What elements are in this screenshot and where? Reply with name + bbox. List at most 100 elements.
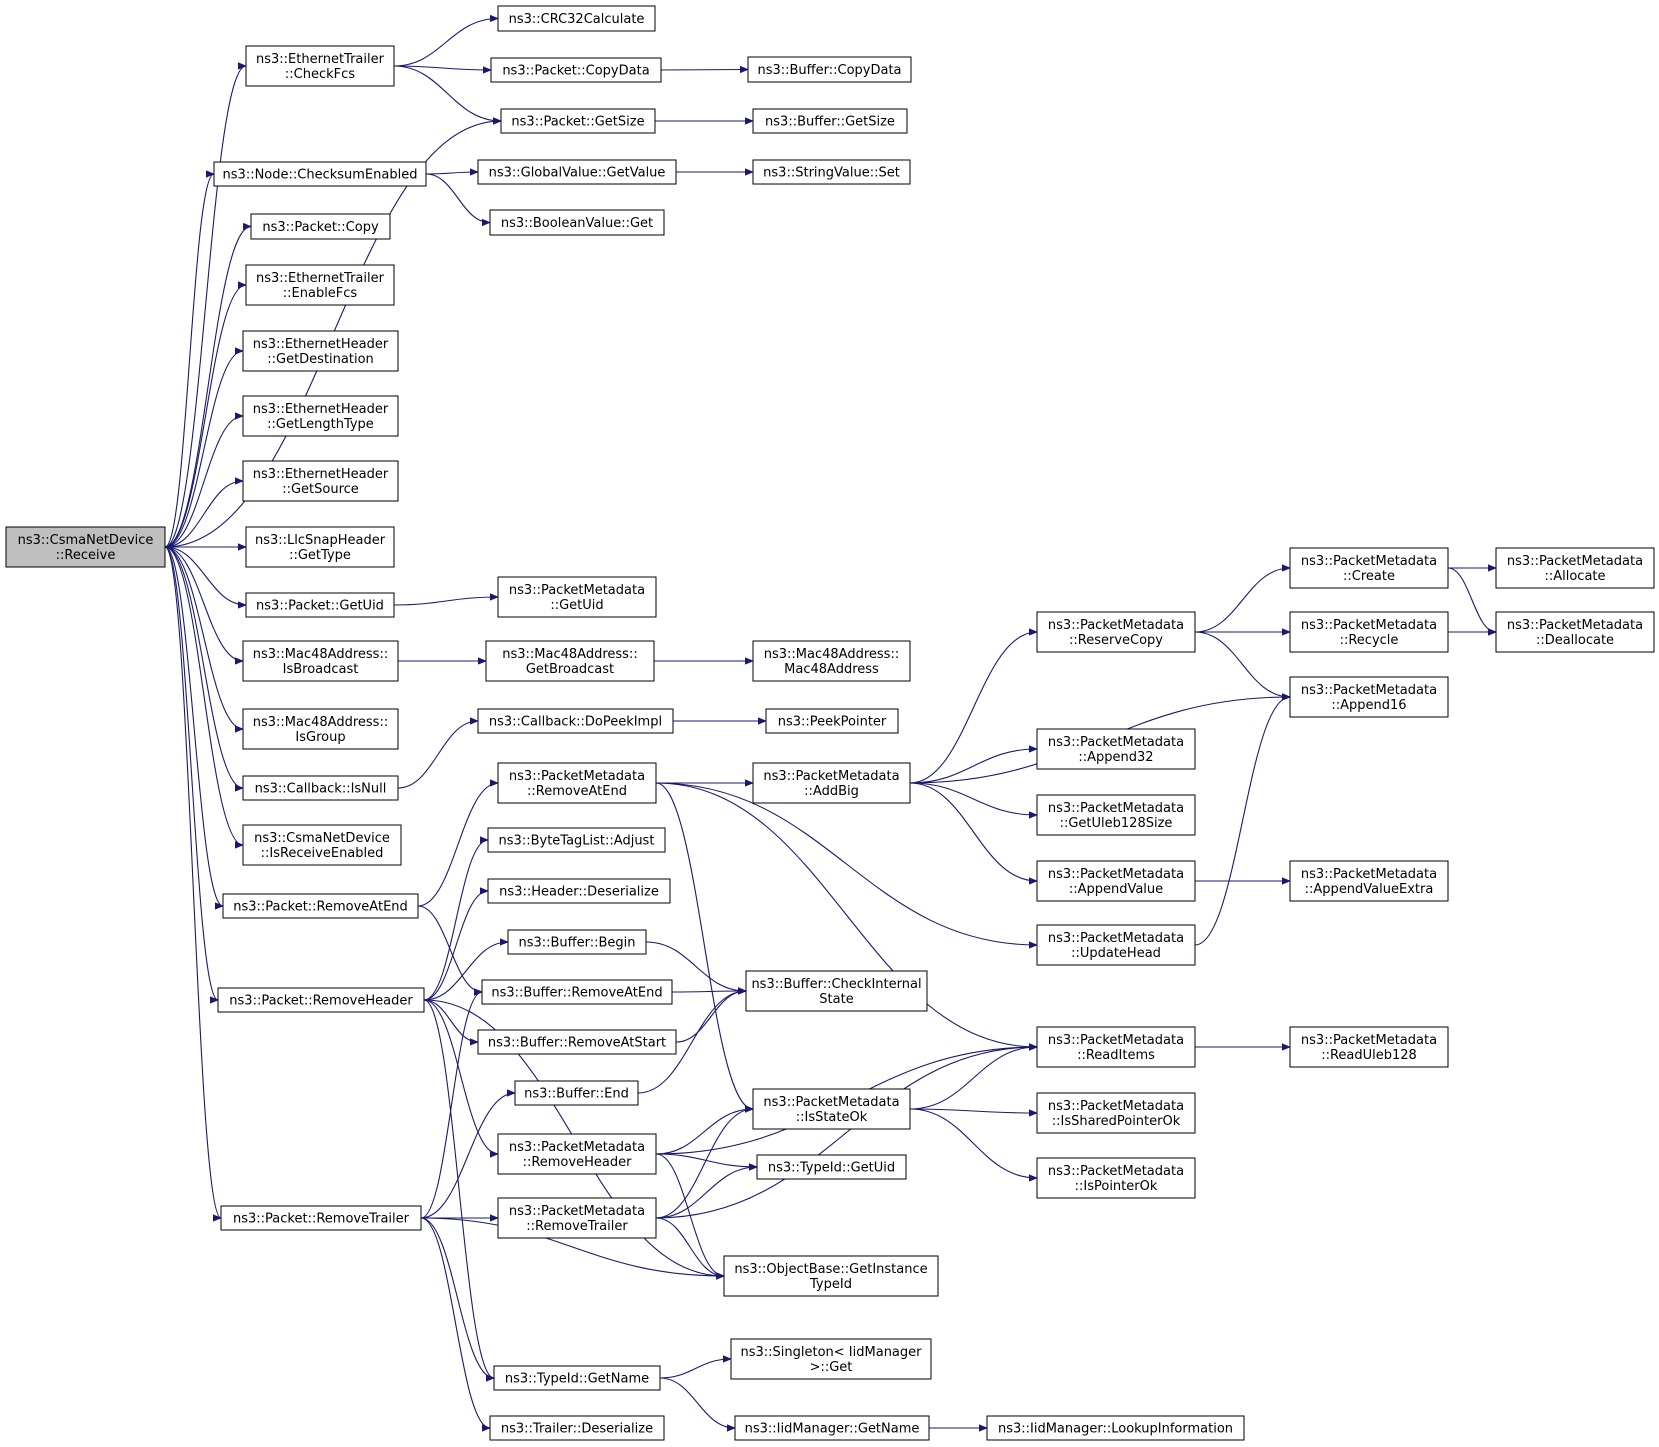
node-pm-appendvalueextra[interactable]: ns3::PacketMetadata::AppendValueExtra <box>1289 860 1449 902</box>
node-pm-recycle[interactable]: ns3::PacketMetadata::Recycle <box>1289 611 1449 653</box>
node-label: >::Get <box>810 1360 853 1375</box>
node-label: ns3::LlcSnapHeader <box>255 533 386 548</box>
node-buf-copydata[interactable]: ns3::Buffer::CopyData <box>747 56 912 83</box>
node-label: ::UpdateHead <box>1071 946 1161 961</box>
call-edge <box>660 70 748 71</box>
node-eh-getlen[interactable]: ns3::EthernetHeader::GetLengthType <box>242 395 399 437</box>
node-pkt-removetrailer[interactable]: ns3::Packet::RemoveTrailer <box>220 1205 422 1231</box>
node-gv-getvalue[interactable]: ns3::GlobalValue::GetValue <box>477 159 677 185</box>
node-box <box>752 762 911 804</box>
node-label: ns3::BooleanValue::Get <box>501 216 653 231</box>
node-pm-getuid[interactable]: ns3::PacketMetadata::GetUid <box>497 576 657 618</box>
node-pm-ispointerok[interactable]: ns3::PacketMetadata::IsPointerOk <box>1036 1157 1196 1199</box>
node-label: State <box>819 992 853 1007</box>
node-label: ns3::Callback::IsNull <box>255 782 387 797</box>
node-pm-readitems[interactable]: ns3::PacketMetadata::ReadItems <box>1036 1026 1196 1068</box>
node-eh-getdest[interactable]: ns3::EthernetHeader::GetDestination <box>242 330 399 372</box>
call-edge <box>164 546 244 845</box>
node-pm-deallocate[interactable]: ns3::PacketMetadata::Deallocate <box>1495 611 1655 653</box>
node-label: ns3::PacketMetadata <box>763 1095 899 1110</box>
node-cb-dopeek[interactable]: ns3::Callback::DoPeekImpl <box>477 708 674 734</box>
node-pm-removeatend[interactable]: ns3::PacketMetadata::RemoveAtEnd <box>497 762 657 804</box>
node-label: ns3::PacketMetadata <box>1507 618 1643 633</box>
node-pm-addbig[interactable]: ns3::PacketMetadata::AddBig <box>752 762 911 804</box>
node-buf-begin[interactable]: ns3::Buffer::Begin <box>507 929 647 955</box>
node-eth-enablefcs[interactable]: ns3::EthernetTrailer::EnableFcs <box>245 264 395 306</box>
call-edge <box>417 905 483 992</box>
node-typeid-getname[interactable]: ns3::TypeId::GetName <box>493 1365 661 1391</box>
node-pkt-getuid[interactable]: ns3::Packet::GetUid <box>245 592 395 618</box>
node-crc32[interactable]: ns3::CRC32Calculate <box>497 5 656 32</box>
node-label: ns3::PacketMetadata <box>763 769 899 784</box>
node-box <box>222 893 419 919</box>
node-hdr-deser[interactable]: ns3::Header::Deserialize <box>487 878 671 904</box>
node-csma-isrecv[interactable]: ns3::CsmaNetDevice::IsReceiveEnabled <box>242 824 402 866</box>
node-bv-get[interactable]: ns3::BooleanValue::Get <box>489 209 665 236</box>
node-iid-getname[interactable]: ns3::IidManager::GetName <box>734 1415 930 1441</box>
node-trl-deser[interactable]: ns3::Trailer::Deserialize <box>489 1415 665 1441</box>
node-label: ns3::Mac48Address:: <box>764 647 899 662</box>
call-edge <box>909 782 1037 815</box>
node-sv-set[interactable]: ns3::StringValue::Set <box>752 159 911 185</box>
node-mac-isgroup[interactable]: ns3::Mac48Address::IsGroup <box>242 708 399 750</box>
node-btl-adjust[interactable]: ns3::ByteTagList::Adjust <box>487 827 666 853</box>
node-node-cksum[interactable]: ns3::Node::ChecksumEnabled <box>213 161 427 187</box>
node-pm-readuleb[interactable]: ns3::PacketMetadata::ReadUleb128 <box>1289 1026 1449 1068</box>
node-mac-ctor[interactable]: ns3::Mac48Address::Mac48Address <box>752 640 911 682</box>
node-pm-reservecopy[interactable]: ns3::PacketMetadata::ReserveCopy <box>1036 611 1196 653</box>
node-pm-updatehead[interactable]: ns3::PacketMetadata::UpdateHead <box>1036 924 1196 966</box>
node-eth-checkfcs[interactable]: ns3::EthernetTrailer::CheckFcs <box>245 45 395 87</box>
node-label: ns3::Packet::Copy <box>262 220 379 235</box>
node-pkt-removeheader[interactable]: ns3::Packet::RemoveHeader <box>217 987 425 1013</box>
call-edge <box>164 546 246 605</box>
node-label: ns3::Packet::CopyData <box>502 64 649 79</box>
node-pm-allocate[interactable]: ns3::PacketMetadata::Allocate <box>1495 547 1655 589</box>
node-pm-issharedok[interactable]: ns3::PacketMetadata::IsSharedPointerOk <box>1036 1092 1196 1134</box>
node-pm-removeheader[interactable]: ns3::PacketMetadata::RemoveHeader <box>497 1133 657 1175</box>
node-pm-create[interactable]: ns3::PacketMetadata::Create <box>1289 547 1449 589</box>
node-box <box>477 1029 677 1055</box>
node-label: ns3::Packet::GetSize <box>511 115 644 130</box>
node-eh-getsrc[interactable]: ns3::EthernetHeader::GetSource <box>242 460 399 502</box>
node-box <box>986 1415 1245 1441</box>
call-edge <box>1194 631 1290 697</box>
node-buf-end[interactable]: ns3::Buffer::End <box>514 1080 639 1106</box>
node-singleton-get[interactable]: ns3::Singleton< IidManager>::Get <box>730 1338 932 1380</box>
node-mac-isbcast[interactable]: ns3::Mac48Address::IsBroadcast <box>242 640 399 682</box>
node-box <box>217 987 425 1013</box>
node-pkt-copydata[interactable]: ns3::Packet::CopyData <box>490 57 662 83</box>
node-label: ns3::EthernetHeader <box>253 467 389 482</box>
call-edge <box>1194 568 1290 633</box>
node-buf-removeatend[interactable]: ns3::Buffer::RemoveAtEnd <box>481 979 673 1005</box>
node-cb-isnull[interactable]: ns3::Callback::IsNull <box>242 775 399 801</box>
node-pm-append16[interactable]: ns3::PacketMetadata::Append16 <box>1289 676 1449 718</box>
node-pkt-getsize[interactable]: ns3::Packet::GetSize <box>500 108 656 134</box>
node-pm-isstateok[interactable]: ns3::PacketMetadata::IsStateOk <box>752 1088 911 1130</box>
node-peekptr[interactable]: ns3::PeekPointer <box>765 708 899 734</box>
node-iid-lookup[interactable]: ns3::IidManager::LookupInformation <box>986 1415 1245 1441</box>
node-pkt-removeatend[interactable]: ns3::Packet::RemoveAtEnd <box>222 893 419 919</box>
node-box <box>242 460 399 502</box>
node-pm-getuleb[interactable]: ns3::PacketMetadata::GetUleb128Size <box>1036 794 1196 836</box>
node-label: ns3::EthernetTrailer <box>256 271 385 286</box>
node-llc-gettype[interactable]: ns3::LlcSnapHeader::GetType <box>245 526 395 568</box>
node-root[interactable]: ns3::CsmaNetDevice::Receive <box>5 526 166 568</box>
call-edge <box>164 546 222 1218</box>
node-mac-getbcast[interactable]: ns3::Mac48Address::GetBroadcast <box>485 640 655 682</box>
node-pkt-copy[interactable]: ns3::Packet::Copy <box>250 213 391 240</box>
node-pm-append32[interactable]: ns3::PacketMetadata::Append32 <box>1036 728 1196 770</box>
node-box <box>245 45 395 87</box>
node-pm-appendvalue[interactable]: ns3::PacketMetadata::AppendValue <box>1036 860 1196 902</box>
node-typeid-getuid[interactable]: ns3::TypeId::GetUid <box>756 1154 907 1180</box>
node-buf-getsize[interactable]: ns3::Buffer::GetSize <box>752 108 908 134</box>
node-box <box>1289 547 1449 589</box>
node-pm-removetrailer[interactable]: ns3::PacketMetadata::RemoveTrailer <box>497 1197 657 1239</box>
node-buf-removeatstart[interactable]: ns3::Buffer::RemoveAtStart <box>477 1029 677 1055</box>
node-label: ns3::Buffer::CopyData <box>757 63 901 78</box>
node-label: ns3::TypeId::GetName <box>505 1372 649 1387</box>
node-box <box>1036 794 1196 836</box>
call-edge <box>164 416 244 548</box>
node-label: ::AppendValueExtra <box>1305 882 1434 897</box>
